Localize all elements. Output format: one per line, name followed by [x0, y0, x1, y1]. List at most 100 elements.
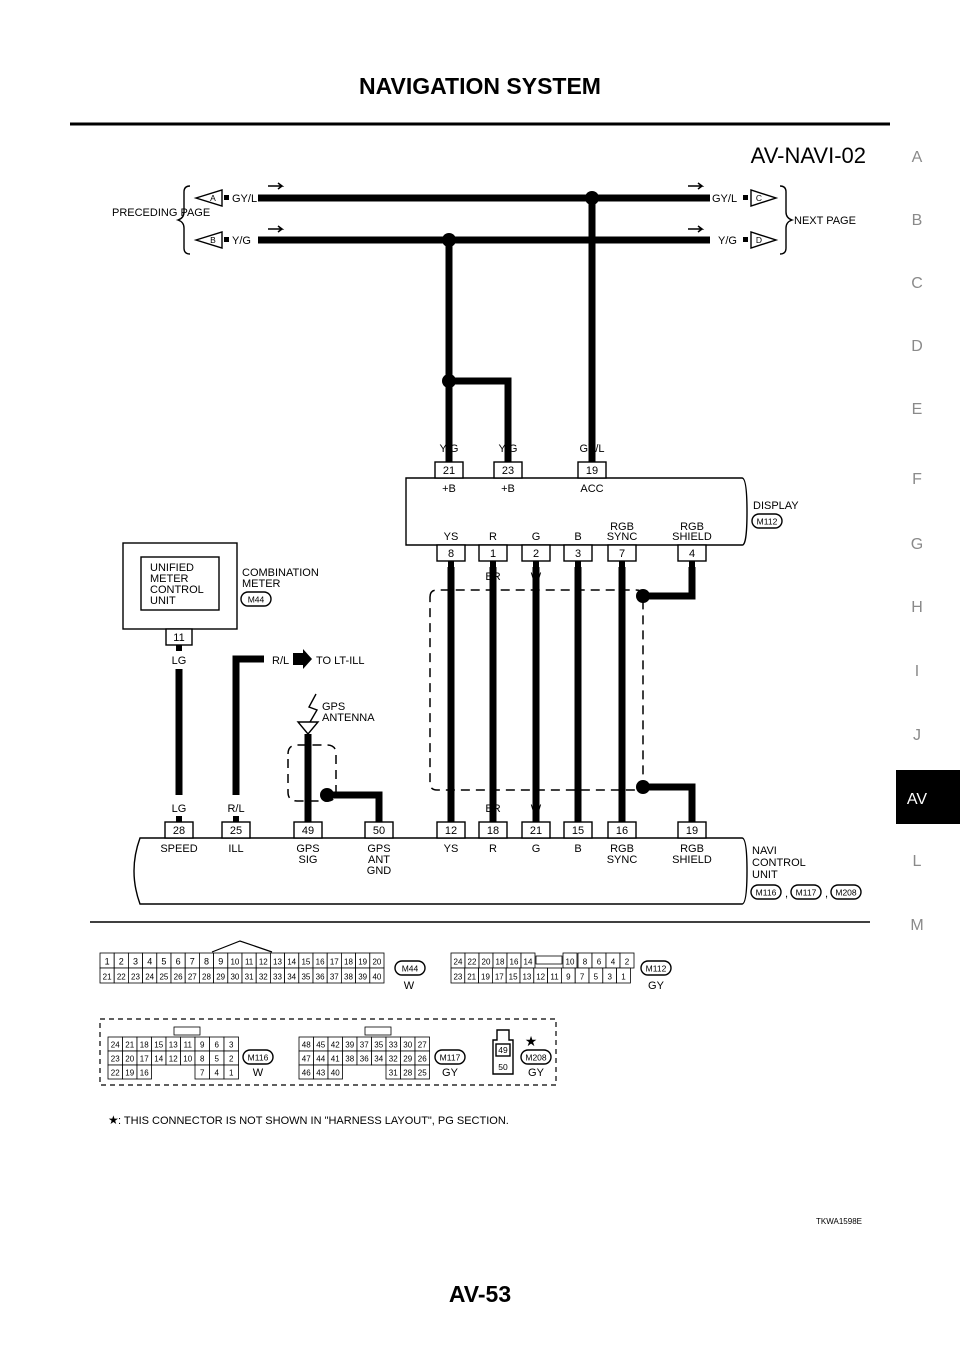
wire-yg-display-23 [449, 377, 512, 462]
m116-color: W [253, 1067, 264, 1079]
m117-id: M117 [440, 1053, 461, 1063]
svg-text:16: 16 [316, 958, 325, 967]
svg-text:GY/L: GY/L [579, 443, 604, 455]
svg-text:32: 32 [389, 1055, 398, 1064]
svg-text:23: 23 [111, 1055, 120, 1064]
svg-text:G: G [532, 843, 541, 855]
svg-text:6: 6 [215, 1041, 220, 1050]
svg-text:26: 26 [418, 1055, 427, 1064]
svg-text:12: 12 [259, 958, 268, 967]
m112-id: M112 [646, 964, 667, 974]
gps-antenna: GPS ANTENNA [287, 693, 383, 822]
svg-text:22: 22 [117, 973, 126, 982]
next-page-label: NEXT PAGE [794, 215, 856, 227]
svg-text:METER: METER [242, 578, 281, 590]
svg-text:12: 12 [536, 973, 545, 982]
section-tab-av[interactable]: AV [907, 791, 927, 808]
svg-text:30: 30 [403, 1041, 412, 1050]
svg-text:8: 8 [204, 957, 209, 967]
display-connector-badge [751, 513, 783, 529]
letter-b: B [210, 235, 216, 245]
section-tab-e[interactable]: E [912, 401, 923, 418]
next-page-ref: GY/L Y/G C D NEXT PAGE [712, 185, 856, 255]
letter-d: D [756, 235, 762, 245]
svg-text:45: 45 [316, 1041, 325, 1050]
navi-pins: LG28SPEEDR/L25ILL49GPSSIG50GPSANTGNDY12Y… [160, 803, 712, 877]
m112-badge [640, 960, 672, 976]
section-tab-j[interactable]: J [913, 727, 921, 744]
svg-text:14: 14 [524, 958, 533, 967]
svg-text:32: 32 [259, 973, 268, 982]
svg-text:RGB: RGB [610, 521, 634, 533]
svg-text:UNIT: UNIT [150, 595, 176, 607]
figure-code: TKWA1598E [816, 1217, 862, 1226]
svg-text:ANT: ANT [368, 854, 390, 866]
arrow-c-connector [750, 189, 779, 207]
svg-text:W: W [531, 803, 542, 815]
svg-text:20: 20 [372, 958, 381, 967]
svg-text:1: 1 [490, 548, 496, 560]
svg-text:24: 24 [111, 1041, 120, 1050]
svg-text:15: 15 [154, 1041, 163, 1050]
svg-text:18: 18 [344, 958, 353, 967]
svg-text:YS: YS [444, 531, 459, 543]
svg-text:18: 18 [496, 958, 505, 967]
svg-text:5: 5 [215, 1055, 220, 1064]
preceding-page-label: PRECEDING PAGE [112, 207, 210, 219]
svg-text:ACC: ACC [580, 483, 603, 495]
svg-text:16: 16 [140, 1069, 149, 1078]
section-tab-c[interactable]: C [911, 275, 923, 292]
svg-text:31: 31 [245, 973, 254, 982]
svg-text:31: 31 [389, 1069, 398, 1078]
svg-text:28: 28 [202, 973, 211, 982]
section-tab-d[interactable]: D [911, 338, 923, 355]
svg-text:17: 17 [140, 1055, 149, 1064]
svg-text:21: 21 [125, 1041, 134, 1050]
svg-text:41: 41 [331, 1055, 340, 1064]
navi-connector-m117: M117 [796, 888, 817, 898]
display-top-pin-19: GY/L 19 ACC [577, 443, 607, 495]
svg-text:46: 46 [302, 1069, 311, 1078]
section-tab-h[interactable]: H [911, 599, 923, 616]
display-pin-4: RGB SHIELD 4 [672, 521, 712, 567]
svg-text:29: 29 [216, 973, 225, 982]
svg-text:36: 36 [360, 1055, 369, 1064]
svg-text:22: 22 [468, 958, 477, 967]
m117-color: GY [442, 1067, 459, 1079]
display-name: DISPLAY [753, 500, 799, 512]
lt-ill-wire: R/L TO LT-ILL [232, 649, 365, 795]
wire-gps-gnd [327, 791, 383, 822]
bus-wires [258, 191, 710, 462]
section-tab-i[interactable]: I [915, 663, 919, 680]
section-tab-f[interactable]: F [912, 471, 922, 488]
svg-text:B: B [574, 843, 581, 855]
section-tab-b[interactable]: B [912, 212, 923, 229]
svg-text:19: 19 [481, 973, 490, 982]
svg-text:SHIELD: SHIELD [672, 854, 712, 866]
svg-text:+B: +B [442, 483, 456, 495]
svg-text:42: 42 [331, 1041, 340, 1050]
svg-text:8: 8 [200, 1055, 205, 1064]
svg-text:38: 38 [344, 973, 353, 982]
svg-text:3: 3 [133, 957, 138, 967]
section-tab-g[interactable]: G [911, 536, 923, 553]
section-tab-a[interactable]: A [912, 149, 923, 166]
svg-text:GND: GND [367, 865, 392, 877]
svg-text:38: 38 [345, 1055, 354, 1064]
svg-text:RGB: RGB [680, 521, 704, 533]
svg-text:SPEED: SPEED [160, 843, 197, 855]
svg-text:47: 47 [302, 1055, 311, 1064]
svg-text:14: 14 [154, 1055, 163, 1064]
section-tab-m[interactable]: M [910, 917, 923, 934]
svg-text:1: 1 [105, 957, 110, 967]
svg-text:19: 19 [686, 825, 698, 837]
svg-text:G: G [532, 531, 541, 543]
svg-text:★: ★ [525, 1033, 538, 1049]
svg-text:35: 35 [301, 973, 310, 982]
section-tab-l[interactable]: L [913, 853, 922, 870]
